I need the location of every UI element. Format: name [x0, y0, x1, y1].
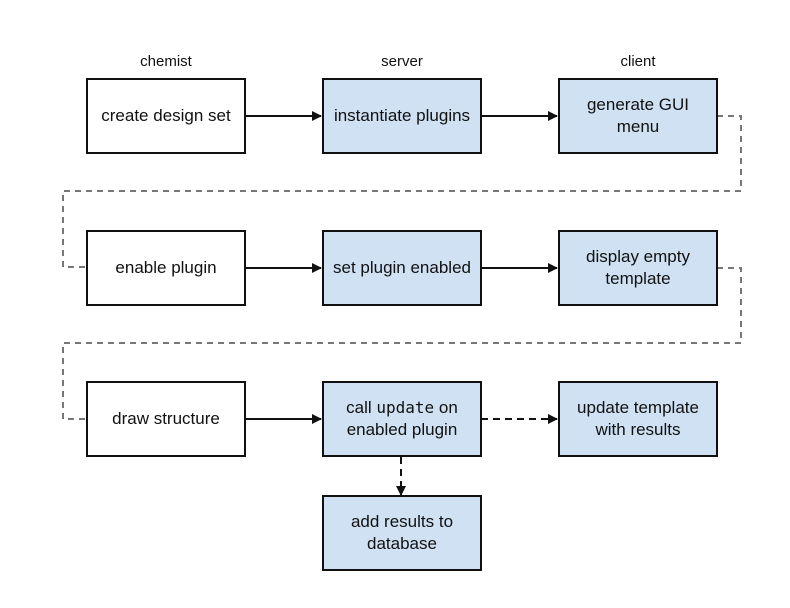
node-draw-structure-label: draw structure — [112, 409, 220, 428]
node-set-plugin-enabled: set plugin enabled — [322, 230, 482, 306]
node-update-template: update template with results — [558, 381, 718, 457]
node-call-update: call update on enabled plugin — [322, 381, 482, 457]
node-call-update-label: call update on enabled plugin — [332, 397, 472, 441]
node-draw-structure: draw structure — [86, 381, 246, 457]
call-update-suffix: on enabled plugin — [346, 398, 463, 439]
node-set-plugin-enabled-label: set plugin enabled — [332, 258, 471, 277]
node-enable-plugin-label: enable plugin — [115, 258, 217, 277]
node-instantiate-plugins-label: instantiate plugins — [333, 106, 471, 125]
node-instantiate-plugins: instantiate plugins — [322, 78, 482, 154]
node-generate-gui-menu-label: generate GUI menu — [586, 95, 690, 136]
node-add-results: add results to database — [322, 495, 482, 571]
node-display-empty-template-label: display empty template — [586, 247, 690, 288]
node-generate-gui-menu: generate GUI menu — [558, 78, 718, 154]
call-update-code: update — [376, 398, 435, 417]
node-create-design-set: create design set — [86, 78, 246, 154]
node-create-design-set-label: create design set — [101, 106, 231, 125]
node-update-template-label: update template with results — [577, 398, 699, 439]
node-enable-plugin: enable plugin — [86, 230, 246, 306]
call-update-prefix: call — [346, 398, 377, 417]
column-header-server: server — [381, 53, 423, 70]
node-display-empty-template: display empty template — [558, 230, 718, 306]
column-header-chemist: chemist — [140, 53, 192, 70]
column-header-client: client — [620, 53, 656, 70]
node-add-results-label: add results to database — [350, 512, 454, 553]
